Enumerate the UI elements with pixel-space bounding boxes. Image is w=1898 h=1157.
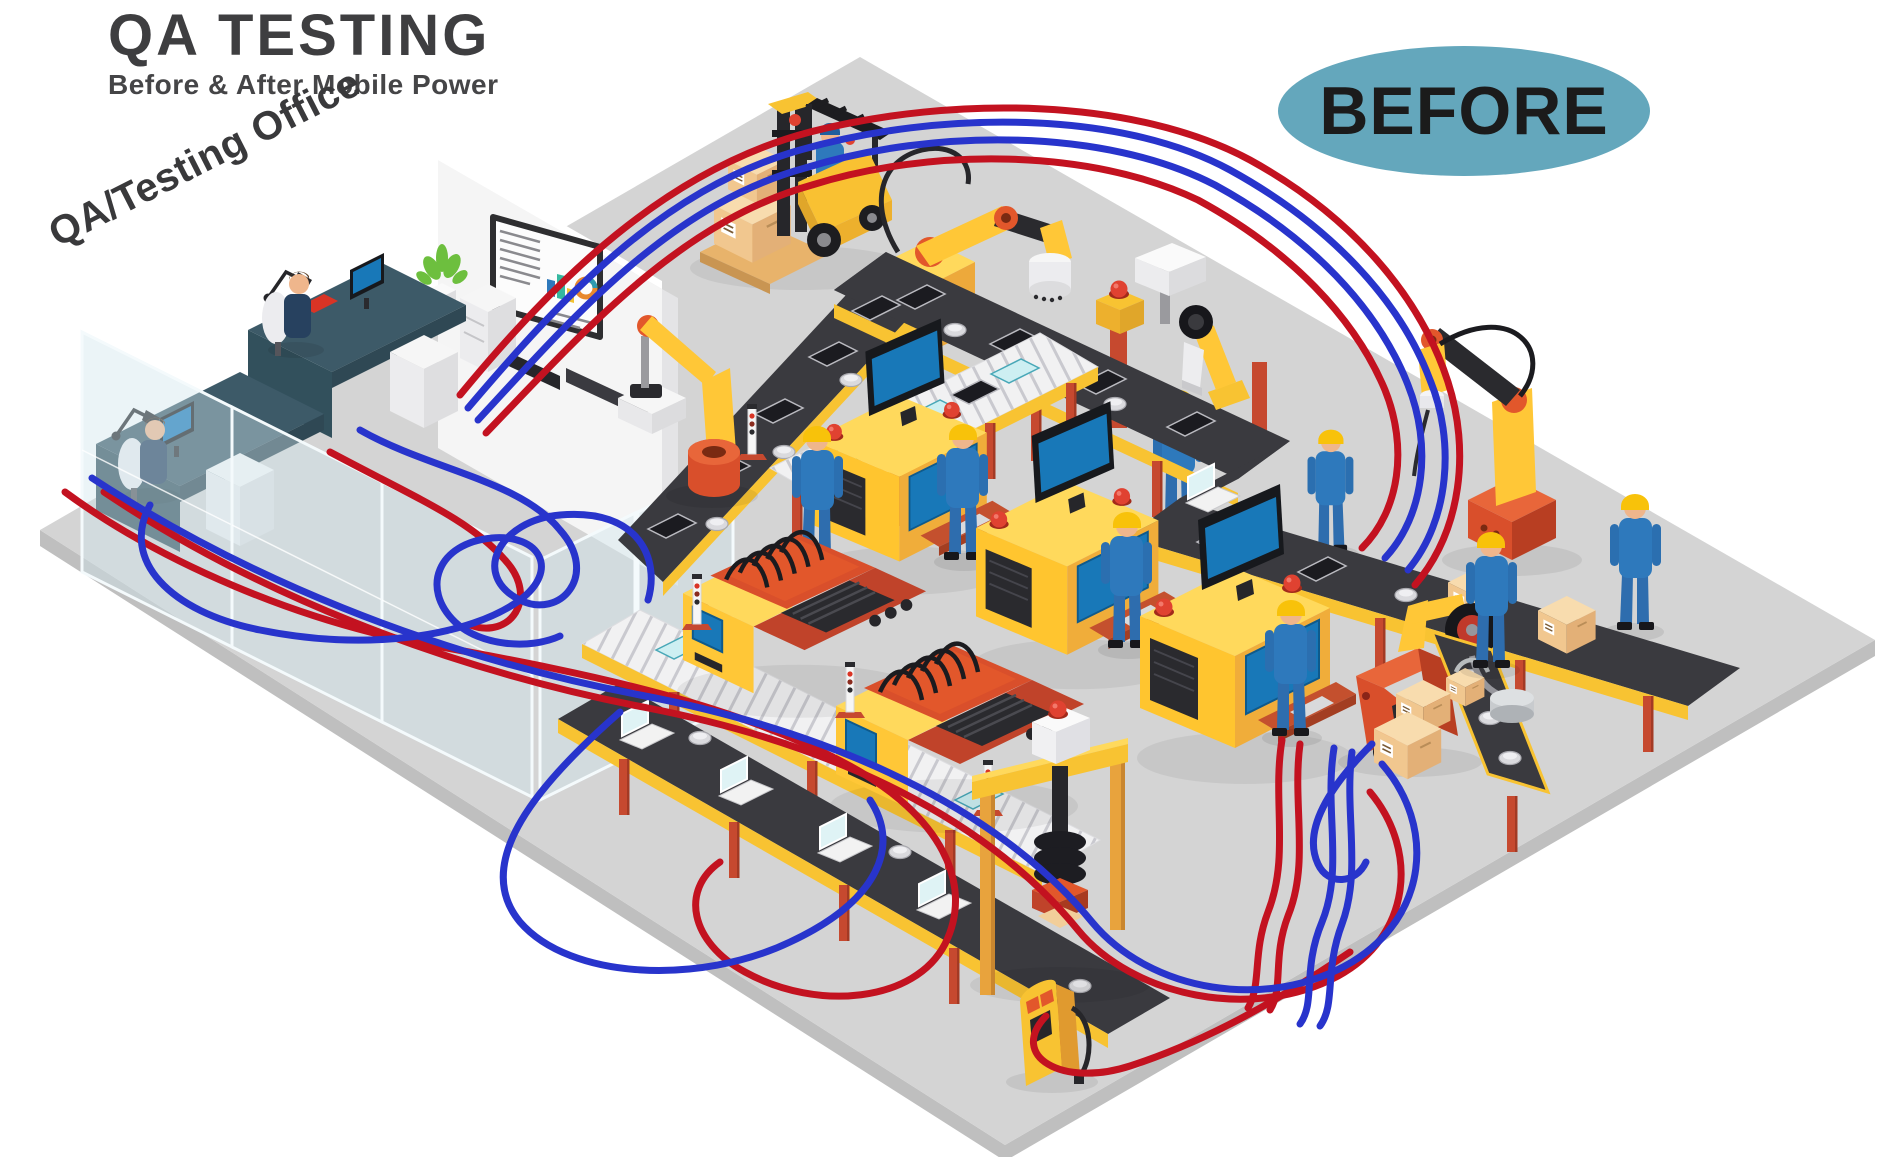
- title-block: QA TESTING Before & After Mobile Power: [108, 3, 499, 101]
- robotic-arm-icon-right: [1412, 324, 1582, 576]
- page-title: QA TESTING: [108, 3, 491, 68]
- forklift-icon: [690, 92, 910, 294]
- charging-kiosk-icon: [1006, 979, 1098, 1093]
- press-station-icon: [970, 700, 1150, 1003]
- board-text-lines: [499, 229, 541, 286]
- robotic-arm-icon-top: [916, 206, 1072, 303]
- signal-console: [1135, 243, 1206, 324]
- robotic-arm-icon-left: [618, 315, 758, 508]
- power-cable-icon: [61, 104, 1464, 1077]
- gripper-arm-icon: [1179, 305, 1250, 410]
- badge-label: BEFORE: [1319, 73, 1609, 149]
- file-cabinet: [460, 284, 516, 372]
- laptop-conveyor-belt: [558, 683, 1170, 1067]
- before-badge: BEFORE: [1278, 46, 1650, 176]
- canister: [1490, 689, 1534, 723]
- page-subtitle: Before & After Mobile Power: [108, 68, 499, 100]
